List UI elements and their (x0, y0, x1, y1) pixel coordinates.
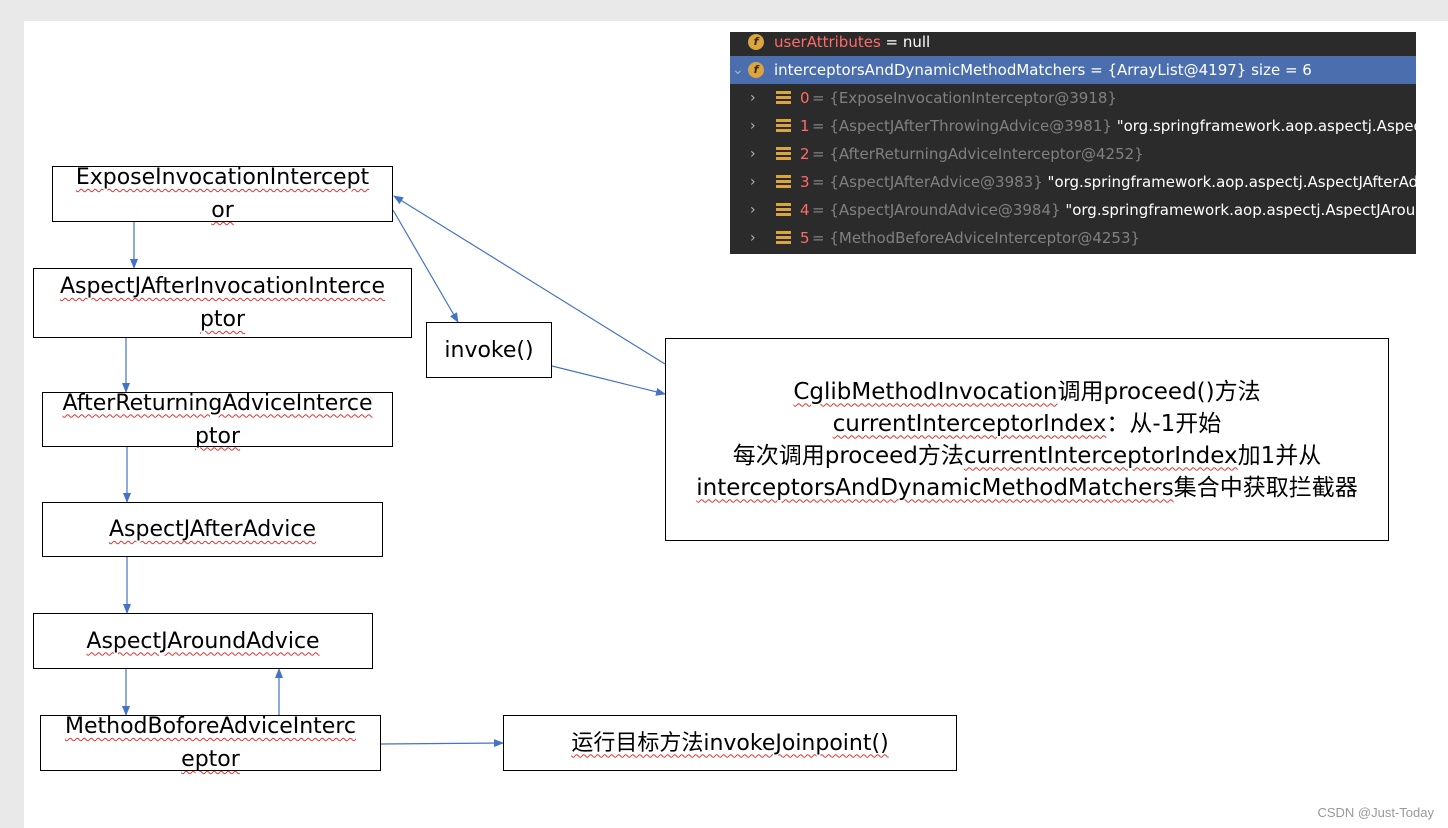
field-icon: f (748, 62, 764, 78)
box-after-returning-advice-interceptor: AfterReturningAdviceInterce ptor (42, 390, 393, 449)
arrow-invoke-to-explanation (551, 365, 666, 396)
label-line: AspectJAroundAdvice (86, 628, 320, 654)
explanation-text: CglibMethodInvocation调用proceed()方法 curre… (696, 376, 1357, 504)
item-value: = {AspectJAfterAdvice@3983} (812, 173, 1043, 191)
label-line: ptor (194, 423, 241, 449)
debug-item-row[interactable]: › 5 = {MethodBeforeAdviceInterceptor@425… (730, 224, 1416, 252)
explanation-line3-a: 每次调用proceed方法 (732, 442, 964, 469)
item-value: = {MethodBeforeAdviceInterceptor@4253} (812, 229, 1141, 247)
debug-item-row[interactable]: › 3 = {AspectJAfterAdvice@3983} "org.spr… (730, 168, 1416, 196)
box-aspectj-after-advice: AspectJAfterAdvice (42, 502, 383, 557)
list-item-icon (776, 203, 791, 217)
field-icon: f (748, 34, 764, 50)
label-line: AspectJAfterInvocationInterce (59, 274, 386, 299)
item-index: 3 (800, 173, 810, 191)
debug-item-row[interactable]: › 4 = {AspectJAroundAdvice@3984} "org.sp… (730, 196, 1416, 224)
debug-item-row[interactable]: › 0 = {ExposeInvocationInterceptor@3918} (730, 84, 1416, 112)
chevron-right-icon[interactable]: › (750, 90, 756, 106)
list-item-icon (776, 91, 791, 105)
invoke-label: invoke() (444, 337, 534, 363)
list-item-icon (776, 175, 791, 189)
item-value: = {AspectJAfterThrowingAdvice@3981} (812, 117, 1112, 135)
box-aspectj-around-advice: AspectJAroundAdvice (33, 613, 373, 669)
target-label: 运行目标方法invokeJoinpoint() (571, 730, 889, 756)
arrow-method-before-to-target (380, 739, 504, 748)
debug-item-row[interactable]: › 1 = {AspectJAfterThrowingAdvice@3981} … (730, 112, 1416, 140)
item-value: = {AspectJAroundAdvice@3984} (812, 201, 1061, 219)
label-line: MethodBoforeAdviceInterc (64, 714, 356, 739)
item-value-wrap: = {AfterReturningAdviceInterceptor@4252} (812, 140, 1144, 168)
arrow-expose-to-invoke (392, 209, 459, 323)
chevron-right-icon[interactable]: › (750, 202, 756, 218)
label-line: ptor (199, 307, 246, 332)
arrow-explanation-to-expose (393, 195, 666, 365)
item-extra: "org.springframework.aop.aspectj.AspectJ… (1116, 117, 1416, 135)
item-value: = {ExposeInvocationInterceptor@3918} (812, 89, 1117, 107)
item-value-wrap: = {MethodBeforeAdviceInterceptor@4253} (812, 224, 1140, 252)
item-value: = {AfterReturningAdviceInterceptor@4252} (812, 145, 1144, 163)
debug-row-user-attributes[interactable]: f userAttributes = null (730, 32, 1416, 56)
item-index: 5 (800, 229, 810, 247)
item-index: 4 (800, 201, 810, 219)
field-name-wrap: interceptorsAndDynamicMethodMatchers = {… (774, 56, 1312, 84)
label-line: or (211, 198, 234, 223)
chevron-right-icon[interactable]: › (750, 174, 756, 190)
explanation-line4-b: 集合中获取拦截器 (1173, 474, 1358, 501)
explanation-line3-c: 加1并从 (1237, 442, 1322, 469)
box-aspectj-after-invocation-interceptor: AspectJAfterInvocationInterce ptor (33, 268, 412, 338)
chevron-right-icon[interactable]: › (750, 118, 756, 134)
item-value-wrap: = {AspectJAfterAdvice@3983} "org.springf… (812, 168, 1416, 196)
explanation-line1-b: 调用proceed()方法 (1057, 378, 1261, 405)
explanation-line1-a: CglibMethodInvocation (793, 378, 1058, 405)
box-invoke: invoke() (426, 322, 552, 378)
debugger-variables-panel: f userAttributes = null ⌄ f interceptors… (730, 32, 1416, 254)
field-name-wrap: userAttributes = null (774, 32, 930, 56)
explanation-line2-a: currentInterceptorIndex (832, 410, 1107, 437)
list-item-icon (776, 119, 791, 133)
item-extra: "org.springframework.aop.aspectj.AspectJ… (1042, 173, 1416, 191)
explanation-line3-b: currentInterceptorIndex (963, 442, 1238, 469)
field-name: interceptorsAndDynamicMethodMatchers (774, 61, 1086, 79)
explanation-line4-a: interceptorsAndDynamicMethodMatchers (696, 474, 1174, 501)
chevron-right-icon[interactable]: › (750, 146, 756, 162)
item-index: 0 (800, 89, 810, 107)
target-label-wrap: 运行目标方法invokeJoinpoint() (571, 727, 888, 760)
list-item-icon (776, 231, 791, 245)
debug-row-interceptors[interactable]: ⌄ f interceptorsAndDynamicMethodMatchers… (730, 56, 1416, 84)
box-explanation: CglibMethodInvocation调用proceed()方法 curre… (665, 338, 1389, 541)
debug-item-row[interactable]: › 2 = {AfterReturningAdviceInterceptor@4… (730, 140, 1416, 168)
label-line: ExposeInvocationIntercept (75, 165, 370, 190)
watermark: CSDN @Just-Today (1317, 805, 1434, 820)
chevron-right-icon[interactable]: › (750, 230, 756, 246)
item-index: 2 (800, 145, 810, 163)
field-name: userAttributes (774, 33, 881, 51)
item-extra: "org.springframework.aop.aspectj.AspectJ… (1065, 201, 1416, 219)
chevron-down-icon[interactable]: ⌄ (732, 62, 744, 78)
list-item-icon (776, 147, 791, 161)
box-target-method: 运行目标方法invokeJoinpoint() (503, 715, 957, 771)
item-value-wrap: = {ExposeInvocationInterceptor@3918} (812, 84, 1117, 112)
item-value-wrap: = {AspectJAroundAdvice@3984} "org.spring… (812, 196, 1416, 224)
field-value: = null (880, 33, 931, 51)
item-index: 1 (800, 117, 810, 135)
box-method-before-advice-interceptor: MethodBoforeAdviceInterc eptor (40, 714, 381, 772)
label-line: eptor (181, 747, 240, 772)
label-line: AfterReturningAdviceInterce (62, 390, 373, 416)
item-value-wrap: = {AspectJAfterThrowingAdvice@3981} "org… (812, 112, 1416, 140)
field-value: = {ArrayList@4197} size = 6 (1085, 61, 1312, 79)
box-expose-invocation-interceptor: ExposeInvocationIntercept or (52, 165, 393, 223)
explanation-line2-b: ：从-1开始 (1106, 410, 1222, 437)
label-line: AspectJAfterAdvice (108, 517, 317, 542)
